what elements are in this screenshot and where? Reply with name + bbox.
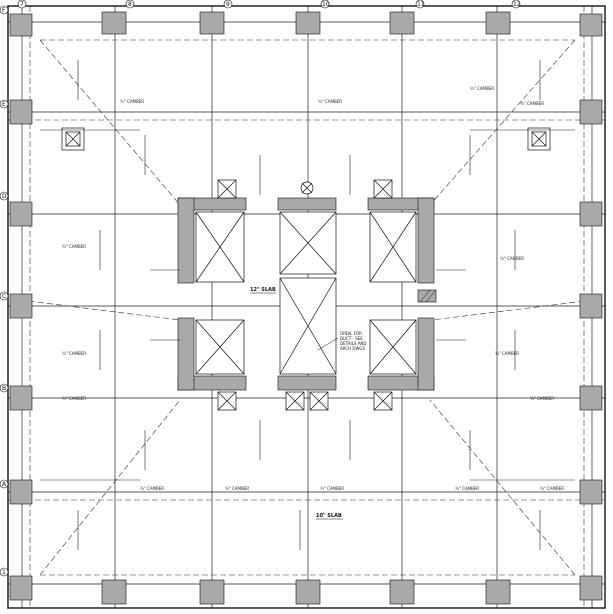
plan-border (7, 5, 606, 609)
grid-label-d: D (2, 193, 7, 200)
grid-label-1: 1 (2, 569, 6, 576)
camber-label: ¾" CAMBER (120, 99, 144, 104)
grid-label-11: 11 (417, 1, 425, 8)
duct-note-line-3: DETAILS AND (340, 341, 367, 346)
camber-callouts: ¾" CAMBER ¾" CAMBER ¾" CAMBER ¾" CAMBER … (62, 86, 564, 491)
camber-label: ¾" CAMBER (62, 351, 86, 356)
grid-lines-vertical (21, 6, 593, 608)
duct-note: OPEN. FOR DUCT - SEE DETAILS AND ARCH DW… (317, 331, 367, 351)
camber-label: ¾" CAMBER (225, 486, 249, 491)
camber-label: ¾" CAMBER (540, 486, 564, 491)
core-walls (177, 197, 435, 391)
camber-label: ¾" CAMBER (470, 86, 494, 91)
slab-label-lower: 10" SLAB (316, 513, 343, 520)
camber-label: ¾" CAMBER (500, 256, 524, 261)
rebar-marks (40, 60, 575, 550)
hatched-wall (417, 289, 437, 303)
duct-note-line-4: ARCH DWGS (340, 346, 366, 351)
grid-bubbles-left: F E D C B A 1 (0, 5, 9, 577)
slab-label-upper: 12" SLAB (250, 287, 276, 294)
camber-label: ¾" CAMBER (520, 101, 544, 106)
camber-label: ¾" CAMBER (62, 396, 86, 401)
slab-label-upper-text: 12" SLAB (250, 287, 276, 293)
grid-label-12: 12 (513, 1, 521, 8)
small-openings (61, 127, 551, 411)
grid-bubbles-top: 7 8 9 10 11 12 (17, 0, 521, 9)
duct-note-line-2: DUCT - SEE (340, 336, 363, 341)
perimeter-columns (9, 11, 603, 605)
camber-label: ¾" CAMBER (530, 396, 554, 401)
grid-label-10: 10 (322, 1, 330, 8)
grid-label-7: 7 (20, 1, 24, 8)
slab-label-lower-text: 10" SLAB (316, 513, 342, 519)
camber-label: ¾" CAMBER (495, 351, 519, 356)
grid-label-8: 8 (128, 1, 132, 8)
grid-label-c: C (2, 293, 6, 300)
duct-note-line-1: OPEN. FOR (340, 331, 362, 336)
camber-label: ¾" CAMBER (455, 486, 479, 491)
grid-label-f: F (2, 7, 6, 14)
grid-label-9: 9 (226, 1, 230, 8)
grid-label-a: A (2, 481, 7, 488)
camber-label: ¾" CAMBER (318, 99, 342, 104)
camber-label: ¾" CAMBER (320, 486, 344, 491)
camber-label: ¾" CAMBER (62, 244, 86, 249)
camber-label: ¾" CAMBER (140, 486, 164, 491)
grid-label-b: B (2, 385, 6, 392)
grid-label-e: E (2, 101, 6, 108)
core-shafts (195, 211, 417, 375)
